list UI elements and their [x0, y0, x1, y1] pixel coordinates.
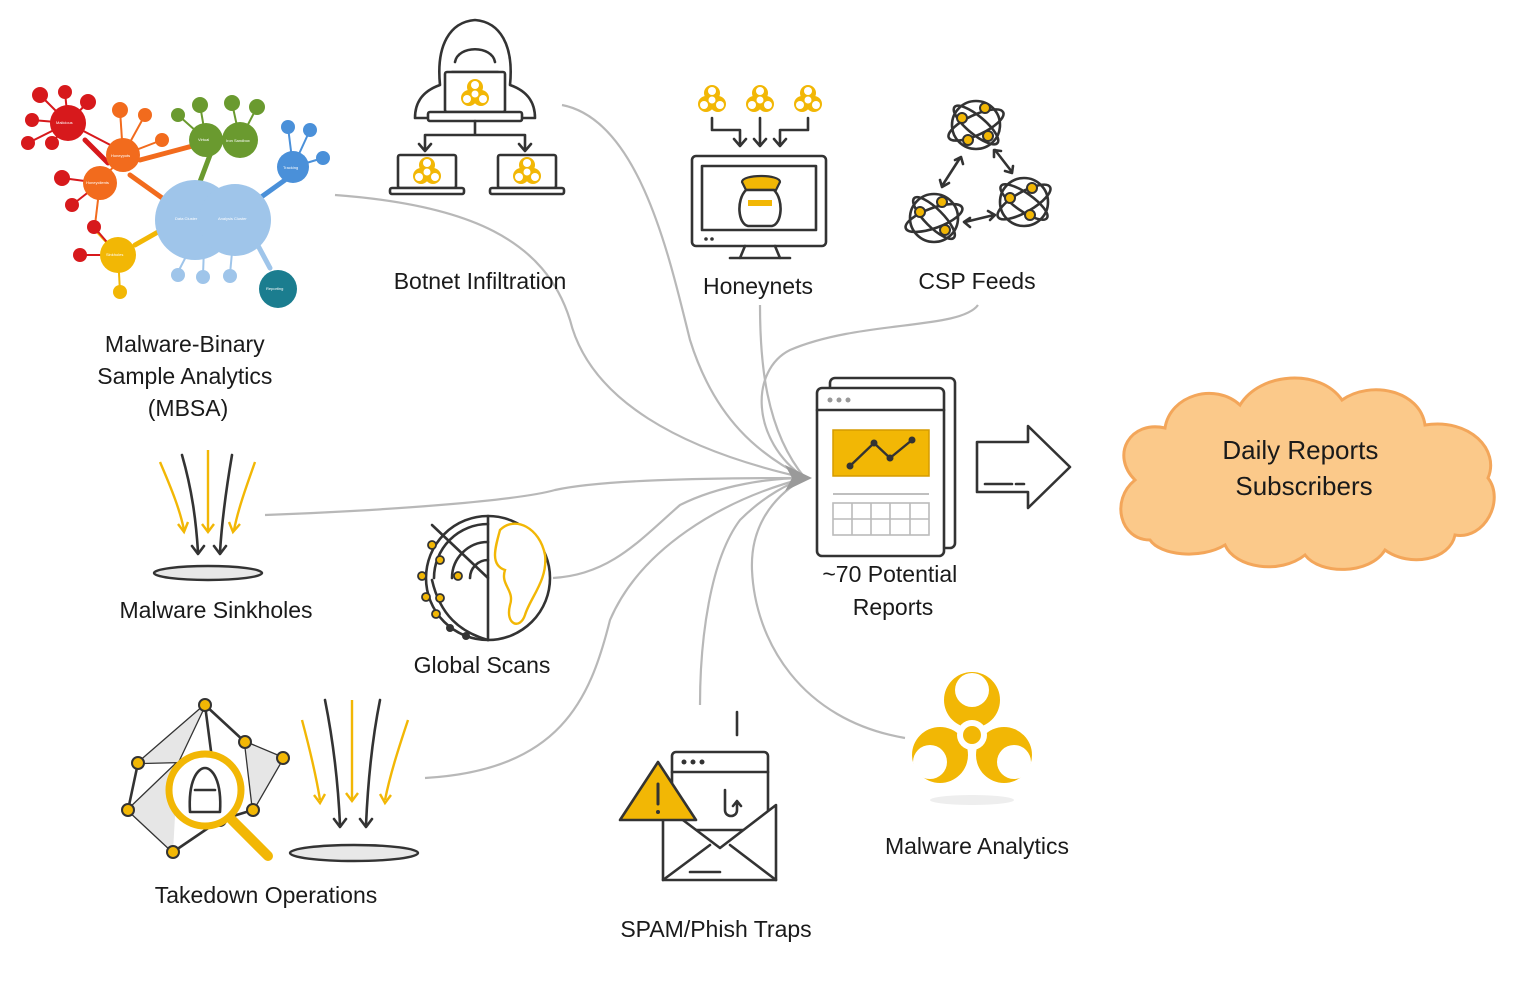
botnet-label: Botnet Infiltration — [394, 268, 567, 294]
output-label: Daily Reports Subscribers — [1222, 435, 1385, 501]
reports-label-line-1: ~70 Potential — [822, 561, 957, 587]
output-label-line-2: Subscribers — [1235, 471, 1372, 501]
mbsa-label-line-1: Malware-Binary — [105, 331, 265, 357]
spam-label: SPAM/Phish Traps — [620, 916, 811, 942]
reports-label-line-2: Reports — [853, 594, 934, 620]
mindmap-icon: Data Cluster Analysis Cluster Malicious … — [21, 85, 330, 308]
right-arrow-icon — [975, 424, 1072, 510]
svg-text:Tracking: Tracking — [283, 165, 298, 170]
warning-envelope-icon — [618, 710, 778, 882]
csp-label: CSP Feeds — [918, 268, 1035, 294]
svg-text:Malicious: Malicious — [56, 120, 73, 125]
mbsa-label-line-3: (MBSA) — [148, 395, 229, 421]
svg-text:Iron Sandbox: Iron Sandbox — [226, 138, 250, 143]
svg-text:Data Cluster: Data Cluster — [175, 216, 198, 221]
radar-globe-icon — [417, 514, 552, 642]
mbsa-label-line-2: Sample Analytics — [97, 363, 272, 389]
output-label-line-1: Daily Reports — [1222, 435, 1378, 465]
cloud-icon — [1119, 376, 1496, 571]
network-magnifier-icon — [121, 698, 420, 863]
mbsa-label: Malware-Binary Sample Analytics (MBSA) — [97, 331, 279, 421]
svg-text:Reporting: Reporting — [266, 286, 283, 291]
flow-lines — [264, 103, 979, 780]
malware-analytics-label: Malware Analytics — [885, 833, 1069, 859]
reports-label: ~70 Potential Reports — [822, 561, 963, 620]
scans-label: Global Scans — [414, 652, 551, 678]
sinkholes-label: Malware Sinkholes — [119, 597, 312, 623]
svg-text:Honeypots: Honeypots — [111, 153, 130, 158]
sinkhole-arrows-icon — [152, 450, 264, 582]
hooded-hacker-laptops-icon — [388, 18, 566, 196]
convergence-arrowhead — [785, 465, 812, 491]
honeynets-label: Honeynets — [703, 273, 813, 299]
svg-text:Sinkholes: Sinkholes — [106, 252, 123, 257]
network-globes-icon — [904, 99, 1052, 244]
svg-text:Virtual: Virtual — [198, 137, 209, 142]
takedown-label: Takedown Operations — [155, 882, 377, 908]
biohazard-icon — [912, 672, 1032, 805]
svg-text:Honeyclients: Honeyclients — [86, 180, 109, 185]
svg-text:Analysis Cluster: Analysis Cluster — [218, 216, 247, 221]
honeypot-monitor-icon — [690, 85, 828, 260]
report-documents-icon — [815, 376, 957, 558]
